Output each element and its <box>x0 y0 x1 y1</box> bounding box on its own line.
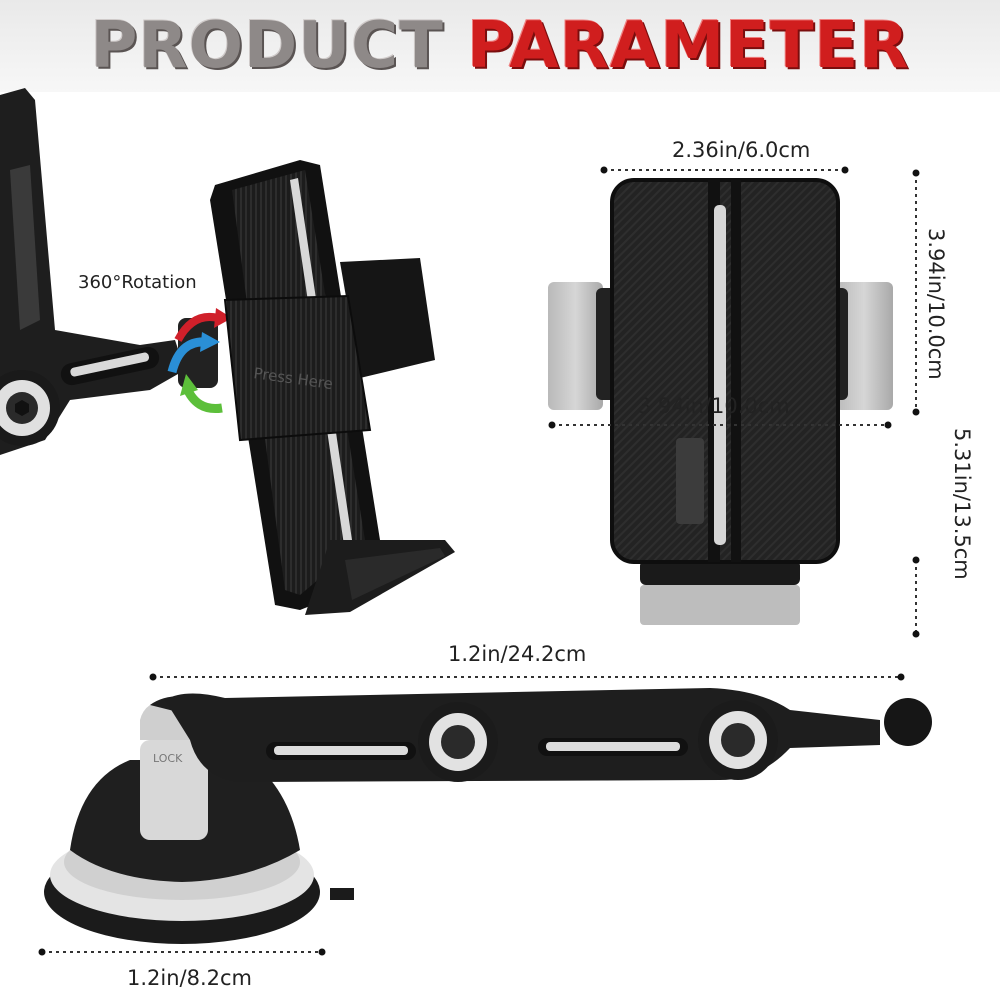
rotation-label: 360°Rotation <box>78 272 197 293</box>
holder-total-height-label: 5.31in/13.5cm <box>950 428 974 580</box>
clamp-width-label: 3.94in/10.0cm <box>638 394 790 418</box>
side-holder: Press Here <box>210 160 455 615</box>
rotation-arrows <box>167 308 232 414</box>
left-arm <box>0 88 185 455</box>
title-banner <box>0 0 1000 92</box>
holder-width-label: 2.36in/6.0cm <box>672 138 811 162</box>
page-title: PRODUCT PARAMETER <box>0 8 1000 84</box>
holder-height-label: 3.94in/10.0cm <box>924 228 948 380</box>
base-width-label: 1.2in/8.2cm <box>127 966 253 990</box>
front-holder <box>548 178 893 625</box>
title-parameter: PARAMETER <box>467 9 910 83</box>
title-product: PRODUCT <box>90 9 444 83</box>
dimension-lines <box>38 166 920 956</box>
lock-text: LOCK <box>153 752 183 765</box>
extended-arm <box>165 688 932 782</box>
arm-length-label: 1.2in/24.2cm <box>448 642 587 666</box>
